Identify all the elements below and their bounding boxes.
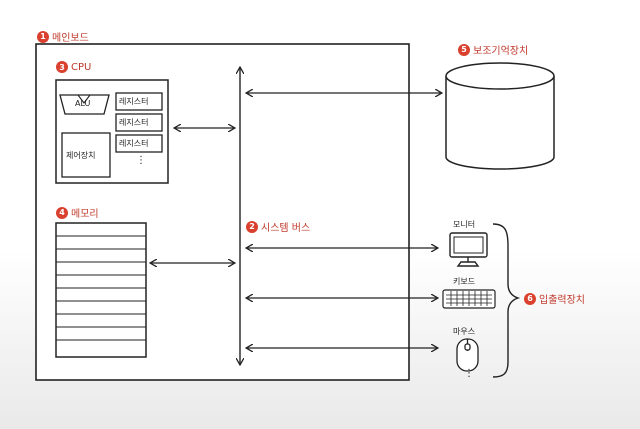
- io-label: 입출력장치: [539, 295, 585, 306]
- io-brace: [492, 223, 521, 378]
- badge-4: 4: [56, 206, 68, 219]
- storage-cylinder: [445, 62, 555, 170]
- control-unit-box: [61, 132, 111, 178]
- memory-cells: [56, 235, 146, 341]
- badge-1: 1: [37, 30, 49, 43]
- badge-3: 3: [56, 61, 68, 73]
- badge-6: 6: [524, 292, 536, 305]
- mouse-icon: [456, 338, 479, 372]
- label-memory: 4 메모리: [56, 205, 99, 220]
- control-unit-label: 제어장치: [66, 151, 96, 160]
- register-label: 레지스터: [119, 97, 149, 106]
- keyboard-label: 키보드: [453, 277, 476, 286]
- register-label: 레지스터: [119, 118, 149, 127]
- label-mainboard: 1 메인보드: [37, 29, 89, 44]
- badge-2: 2: [246, 220, 258, 233]
- label-storage: 5 보조기억장치: [458, 42, 528, 57]
- memory-box: [55, 222, 147, 358]
- alu-shape: [59, 94, 110, 115]
- register-box: [115, 92, 163, 111]
- alu-label: ALU: [75, 99, 91, 108]
- io-more: ⋮: [464, 368, 474, 379]
- badge-5: 5: [458, 43, 470, 56]
- monitor-icon: [449, 232, 488, 267]
- register-label: 레지스터: [119, 139, 149, 148]
- storage-label: 보조기억장치: [473, 46, 529, 57]
- system-bus-label: 시스템 버스: [261, 223, 311, 234]
- cpu-label: CPU: [71, 61, 92, 73]
- mouse-label: 마우스: [453, 327, 476, 336]
- register-box: [115, 134, 163, 153]
- monitor-label: 모니터: [453, 220, 476, 229]
- keyboard-icon: [442, 289, 496, 309]
- label-system-bus: 2 시스템 버스: [246, 219, 310, 234]
- register-more: ⋮: [136, 155, 146, 166]
- alu-notch: [77, 94, 91, 104]
- label-io: 6 입출력장치: [524, 291, 585, 306]
- memory-label: 메모리: [71, 209, 99, 220]
- register-box: [115, 113, 163, 132]
- label-cpu: 3 CPU: [56, 61, 91, 73]
- mainboard-label: 메인보드: [52, 33, 89, 44]
